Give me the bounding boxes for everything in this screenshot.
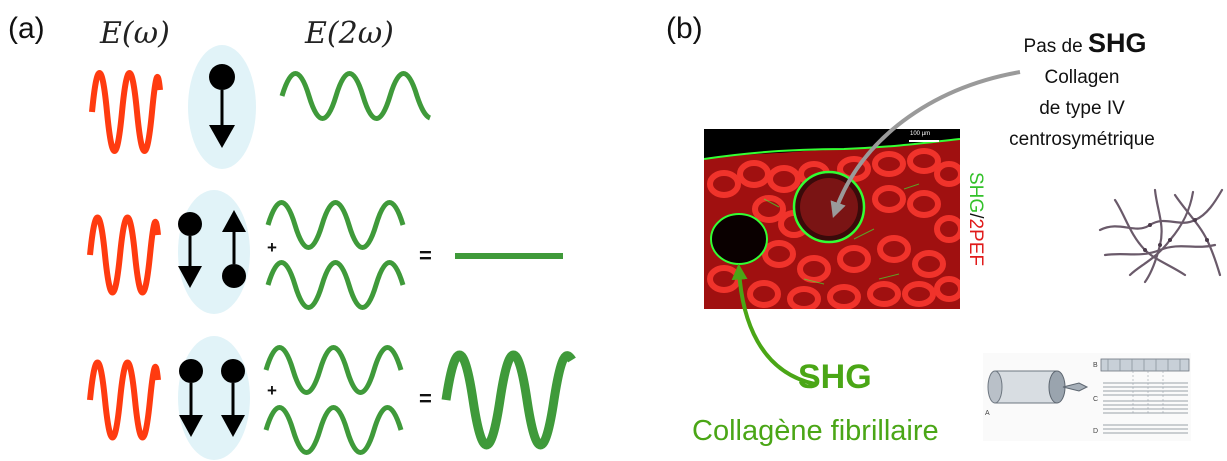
dipole-charge — [178, 212, 202, 236]
harmonic-wave — [263, 405, 404, 455]
callout-arrows — [731, 70, 1021, 386]
fibril-label-a: A — [985, 410, 990, 417]
panel-a-label: (a) — [8, 12, 45, 45]
collagen-fibril-diagram: A B C D — [983, 353, 1191, 441]
dipole-arrowhead — [178, 266, 202, 288]
fibril-bundle — [987, 370, 1089, 404]
dipole-charge — [209, 64, 235, 90]
panel-b-label: (b) — [666, 12, 703, 45]
resultant-amplified-wave — [441, 350, 576, 450]
dipole-arrowhead — [221, 415, 245, 437]
fundamental-wave — [87, 214, 161, 296]
dipole-background — [178, 336, 250, 460]
collagen-fibrillar-label: Collagène fibrillaire — [692, 415, 939, 447]
shg-title: SHG — [798, 358, 872, 396]
harmonic-wave — [279, 71, 432, 121]
dipole-charge — [179, 359, 203, 383]
callout-top-line3: de type IV — [1039, 98, 1125, 119]
fibril-label-b: B — [1093, 362, 1098, 369]
panel-a-diagram — [87, 45, 576, 460]
dipole-arrowhead — [179, 415, 203, 437]
field-2omega-label: E(2ω) — [305, 16, 394, 51]
harmonic-wave — [265, 260, 406, 310]
harmonic-wave — [263, 345, 404, 395]
callout-top: Pas de SHG Collagen de type IV centrosym… — [940, 28, 1227, 155]
fundamental-wave — [89, 70, 163, 154]
callout-top-line4: centrosymétrique — [1009, 129, 1155, 150]
dipole-charge — [221, 359, 245, 383]
scale-bar-label: 100 µm — [910, 131, 931, 137]
fundamental-wave — [87, 359, 161, 441]
dipole-arrowhead — [222, 210, 246, 232]
callout-top-line2: Collagen — [1044, 67, 1120, 88]
field-omega-label: E(ω) — [100, 16, 170, 51]
gray-callout-arrow — [830, 70, 1021, 219]
green-callout-arrow — [731, 263, 816, 386]
callout-top-line1: Pas de SHG — [1023, 28, 1147, 58]
dipole-charge — [222, 264, 246, 288]
dipole-arrowhead — [209, 125, 235, 148]
microscopy-image: 100 µm — [704, 129, 960, 309]
fibril-label-d: D — [1093, 428, 1098, 435]
harmonic-wave — [265, 200, 406, 250]
equals-sign: = — [419, 243, 432, 268]
plus-sign: + — [267, 238, 277, 257]
equals-sign: = — [419, 386, 432, 411]
plus-sign: + — [267, 381, 277, 400]
fibril-label-c: C — [1093, 396, 1098, 403]
collagen-iv-network — [1098, 188, 1224, 284]
